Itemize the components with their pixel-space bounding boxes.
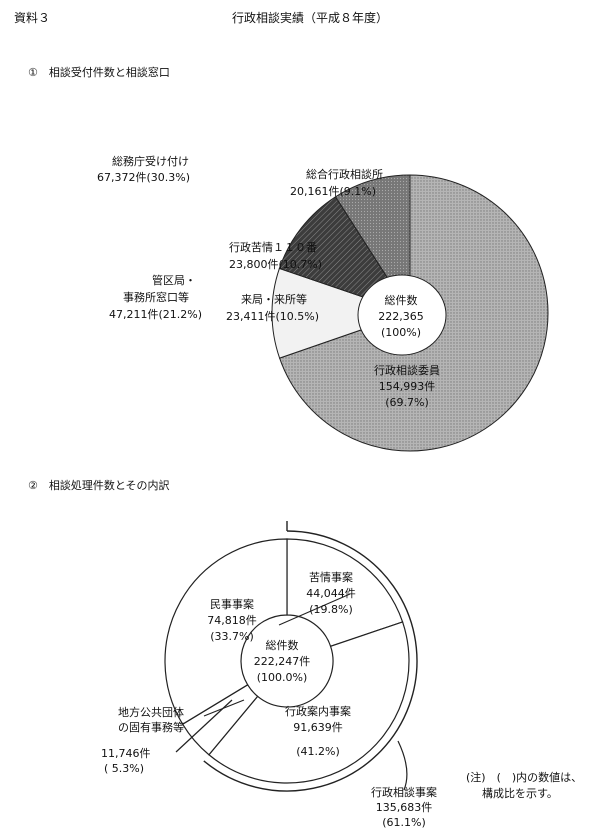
label-local2: の固有事務等 — [118, 721, 184, 734]
value-iin: 154,993件 — [378, 380, 436, 393]
label-somucho: 総務庁受け付け — [112, 155, 189, 168]
document-label: 資料３ — [14, 11, 51, 25]
pct-kujo: (19.8%) — [309, 603, 353, 616]
note-line2: 構成比を示す。 — [482, 787, 558, 800]
pie1-center-circle — [357, 274, 447, 356]
value-kujo: 44,044件 — [306, 587, 356, 600]
chart2-title: ② 相談処理件数とその内訳 — [28, 479, 170, 492]
value-kujo110: 23,800件(10.7%) — [229, 258, 323, 271]
page-title: 行政相談実績（平成８年度） — [232, 11, 389, 25]
chart2-donut — [164, 521, 418, 792]
chart1-title: ① 相談受付件数と相談窓口 — [28, 66, 170, 79]
label-annai: 行政案内事案 — [285, 705, 351, 718]
total2-pct: (100.0%) — [256, 671, 308, 684]
kujo-leader — [278, 593, 351, 626]
value-soudan-group: 135,683件 — [375, 801, 433, 814]
value-minji: 74,818件 — [207, 614, 257, 627]
label-local1: 地方公共団体 — [118, 706, 184, 719]
label-minji: 民事事案 — [210, 598, 254, 611]
total1-value: 222,365 — [378, 310, 424, 323]
donut2-segment-1 — [208, 621, 410, 784]
note-line1: (注) ( )内の数値は、 — [466, 771, 583, 784]
total2-value: 222,247件 — [253, 655, 311, 668]
value-annai: 91,639件 — [293, 721, 343, 734]
value-somucho: 67,372件(30.3%) — [97, 171, 191, 184]
label-raikyoku: 来局・来所等 — [241, 293, 307, 306]
donut2-segment-3 — [164, 538, 288, 726]
label-kujo110: 行政苦情１１０番 — [229, 241, 317, 254]
label-sogo: 総合行政相談所 — [306, 168, 383, 181]
label-iin: 行政相談委員 — [374, 364, 440, 377]
pct-minji: (33.7%) — [210, 630, 254, 643]
pct-annai: (41.2%) — [296, 745, 340, 758]
donut2-segment-0 — [286, 538, 404, 648]
label-kanku2: 事務所窓口等 — [123, 291, 189, 304]
pie1-slice-1 — [271, 267, 412, 359]
value-local: 11,746件 — [101, 747, 151, 760]
pct-soudan-group: (61.1%) — [382, 816, 426, 829]
pct-iin: (69.7%) — [385, 396, 429, 409]
value-kanku: 47,211件(21.2%) — [109, 308, 203, 321]
label-soudan-group: 行政相談事案 — [371, 786, 437, 799]
pct-local: ( 5.3%) — [104, 762, 145, 775]
total1-label: 総件数 — [384, 294, 418, 307]
group-leader — [397, 740, 408, 791]
chart1-pie — [271, 174, 549, 452]
local-leader-2 — [175, 699, 233, 753]
group-arc — [203, 530, 418, 792]
value-raikyoku: 23,411件(10.5%) — [226, 310, 320, 323]
value-sogo: 20,161件(9.1%) — [290, 185, 377, 198]
total2-label: 総件数 — [265, 639, 299, 652]
label-kujo: 苦情事案 — [309, 571, 353, 584]
label-kanku1: 管区局・ — [152, 274, 196, 287]
total1-pct: (100%) — [380, 326, 422, 339]
